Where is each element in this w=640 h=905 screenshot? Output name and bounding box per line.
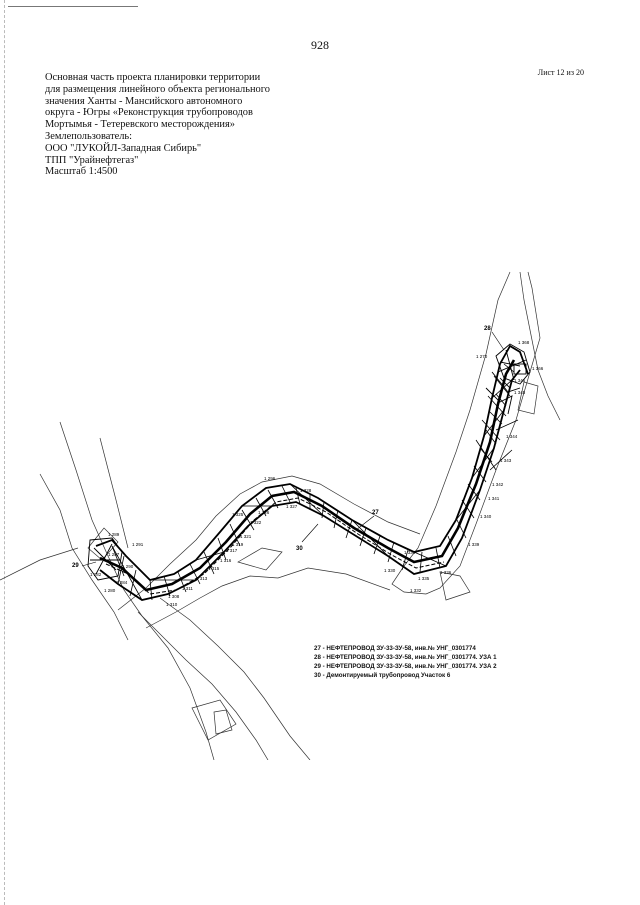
object-labels: 28 27 30 29	[72, 326, 491, 569]
title-line: Мортымья - Тетеревского месторождения»	[45, 119, 235, 131]
point-label: 1 336	[440, 570, 452, 575]
land-user-company: ООО "ЛУКОЙЛ-Западная Сибирь"	[45, 142, 202, 154]
title-block: Основная часть проекта планировки террит…	[45, 72, 305, 178]
point-label: 1 340	[480, 514, 492, 519]
point-label: 1 343	[500, 458, 512, 463]
point-label: 1 344	[506, 434, 518, 439]
point-label: 1 319	[232, 542, 244, 547]
pipeline-30	[105, 497, 445, 595]
legend-item-28: 28 - НЕФТЕПРОВОД ЗУ-33-ЗУ-58, инв.№ УНГ_…	[314, 654, 497, 661]
point-label: 1 331	[404, 550, 416, 555]
point-label: 1 322	[250, 520, 262, 525]
legend-item-27: 27 - НЕФТЕПРОВОД ЗУ-33-ЗУ-58, инв.№ УНГ_…	[314, 645, 476, 652]
title-line: Основная часть проекта планировки террит…	[45, 72, 261, 83]
point-label: 1 341	[488, 496, 500, 501]
node-cluster-29	[87, 537, 123, 581]
point-label: 1 284	[116, 580, 128, 585]
corner-mark	[8, 6, 138, 7]
point-label: 1 342	[492, 482, 504, 487]
pipeline-27	[99, 359, 516, 592]
point-label: 1 316	[220, 558, 232, 563]
object-label-27: 27	[372, 510, 379, 516]
title-line: значения Ханты - Мансийского автономного	[45, 95, 243, 107]
object-label-30: 30	[296, 546, 303, 552]
point-label: 1 326	[258, 510, 270, 515]
pipeline-map: 1 368 1 270 1 366 1 346 1 345 1 344 1 34…	[0, 271, 561, 760]
land-user-label: Землепользователь:	[45, 130, 133, 142]
point-label: 1 282	[90, 572, 102, 577]
point-label: 1 368	[518, 340, 530, 345]
page-number: 928	[311, 38, 329, 52]
point-label: 1 327	[286, 504, 298, 509]
point-label: 1 328	[300, 488, 312, 493]
corridor-boundary	[95, 344, 529, 601]
legend-item-29: 29 - НЕФТЕПРОВОД ЗУ-33-ЗУ-58, инв.№ УНГ_…	[314, 663, 497, 670]
object-label-29: 29	[72, 563, 79, 569]
label-leaders	[81, 331, 505, 567]
point-label: 1 325	[232, 512, 244, 517]
point-labels: 1 368 1 270 1 366 1 346 1 345 1 344 1 34…	[90, 340, 544, 607]
point-label: 1 366	[532, 366, 544, 371]
terrain-outlines	[0, 271, 561, 760]
point-label: 1 308	[168, 594, 180, 599]
object-label-28: 28	[484, 326, 491, 332]
point-label: 1 321	[240, 534, 252, 539]
point-label: 1 296	[264, 476, 276, 481]
legend: 27 - НЕФТЕПРОВОД ЗУ-33-ЗУ-58, инв.№ УНГ_…	[314, 644, 497, 680]
point-label: 1 345	[514, 390, 526, 395]
point-label: 1 289	[108, 532, 120, 537]
point-label: 1 346	[514, 378, 526, 383]
point-label: 1 311	[182, 586, 193, 591]
point-label: 1 339	[468, 542, 480, 547]
corridor-hatching	[111, 363, 519, 601]
point-label: 1 335	[418, 576, 430, 581]
legend-item-30: 30 - Демонтируемый трубопровод Участок 6	[314, 672, 451, 679]
scan-edge	[0, 0, 5, 905]
point-label: 1 287	[108, 552, 120, 557]
node-cluster-28	[485, 343, 531, 415]
point-label: 1 280	[104, 588, 116, 593]
point-label: 1 310	[166, 602, 178, 607]
land-user-division: ТПП "Урайнефтегаз"	[45, 154, 139, 166]
point-label: 1 291	[132, 542, 144, 547]
title-line: для размещения линейного объекта региона…	[45, 83, 270, 95]
point-label: 1 315	[208, 566, 220, 571]
point-label: 1 290	[122, 564, 134, 569]
sheet-label: Лист 12 из 20	[537, 68, 584, 77]
point-label: 1 330	[384, 568, 396, 573]
point-label: 1 317	[226, 548, 238, 553]
point-label: 1 332	[410, 588, 422, 593]
point-label: 1 270	[476, 354, 488, 359]
title-line: округа - Югры «Реконструкция трубопровод…	[45, 107, 253, 119]
point-label: 1 313	[196, 576, 208, 581]
map-scale: Масштаб 1:4500	[45, 166, 118, 178]
